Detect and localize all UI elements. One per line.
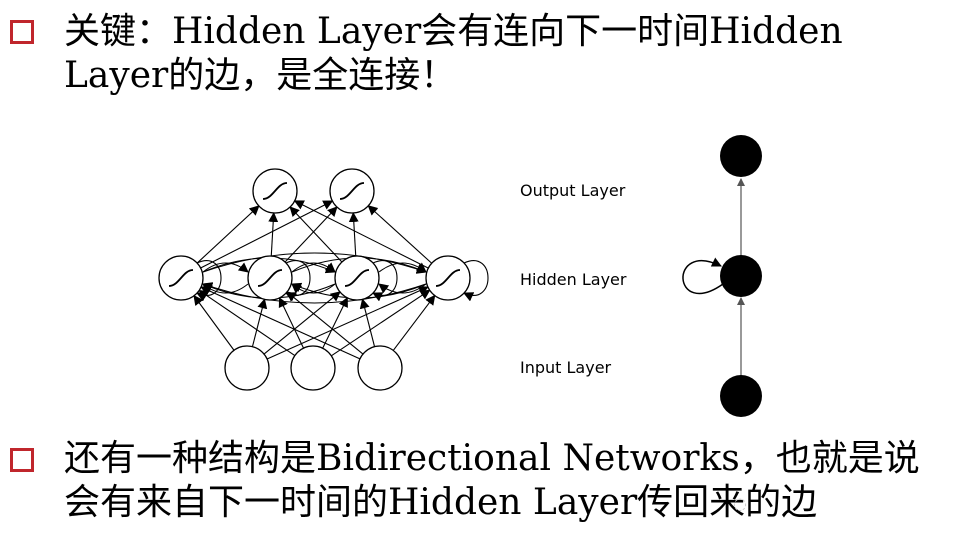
edge-input-hidden bbox=[200, 286, 361, 360]
edge-input-hidden bbox=[251, 298, 268, 347]
edge-hidden-recurrent bbox=[202, 252, 427, 274]
hidden-layer-label: Hidden Layer bbox=[520, 270, 627, 289]
edge-hidden-self-loop bbox=[372, 260, 398, 302]
edge-hidden-recurrent bbox=[291, 262, 336, 273]
simple-rnn: Output Layer Hidden Layer Input Layer bbox=[520, 135, 762, 417]
edge-hidden-output bbox=[367, 205, 433, 264]
edge-input-hidden bbox=[331, 289, 431, 357]
output-node bbox=[720, 135, 762, 177]
bullet-square-icon bbox=[10, 20, 34, 44]
hidden-node bbox=[720, 255, 762, 297]
sigmoid-icon bbox=[344, 269, 370, 287]
edge-input-hidden bbox=[278, 296, 305, 349]
edge-hidden-recurrent bbox=[378, 283, 427, 294]
edge-hidden-output bbox=[293, 200, 429, 269]
input-layer-label: Input Layer bbox=[520, 358, 612, 377]
edge-hidden-self-loop bbox=[196, 260, 222, 302]
input-node bbox=[224, 345, 270, 391]
bullet-square-icon bbox=[10, 448, 34, 472]
edge-input-hidden bbox=[322, 296, 348, 349]
bullet-text-2: 还有一种结构是Bidirectional Networks，也就是说会有来自下一… bbox=[64, 438, 920, 523]
network-nodes bbox=[158, 168, 471, 391]
edge-hidden-output bbox=[196, 205, 260, 264]
edge-hidden-output bbox=[348, 211, 359, 257]
hidden-node bbox=[425, 255, 471, 301]
edge-hidden-recurrent bbox=[202, 282, 427, 304]
sigmoid-icon bbox=[168, 269, 194, 287]
edge-hidden-output bbox=[200, 200, 334, 269]
bullet-text-1: 关键：Hidden Layer会有连向下一时间Hidden Layer的边，是全… bbox=[64, 11, 843, 96]
sigmoid-icon bbox=[257, 269, 283, 287]
output-node bbox=[329, 168, 375, 214]
output-node bbox=[252, 168, 298, 214]
edge-input-hidden bbox=[198, 289, 296, 357]
input-node bbox=[357, 345, 403, 391]
edge-input-hidden bbox=[359, 298, 376, 347]
hidden-node bbox=[158, 255, 204, 301]
sigmoid-icon bbox=[435, 269, 461, 287]
input-node bbox=[290, 345, 336, 391]
edge-hidden-output bbox=[284, 206, 338, 263]
watermark-icon: ◌ bbox=[733, 494, 747, 513]
edge-hidden-self-loop bbox=[463, 260, 489, 302]
hidden-self-loop bbox=[682, 257, 724, 295]
hidden-node bbox=[247, 255, 293, 301]
edge-input-hidden bbox=[392, 294, 436, 351]
edge-hidden-recurrent bbox=[378, 262, 427, 273]
output-layer-label: Output Layer bbox=[520, 181, 626, 200]
edge-input-hidden bbox=[266, 286, 429, 360]
input-node bbox=[720, 375, 762, 417]
sigmoid-icon bbox=[262, 182, 288, 200]
edge-hidden-output bbox=[268, 211, 279, 257]
edge-input-hidden bbox=[193, 294, 235, 351]
edge-hidden-self-loop bbox=[285, 260, 311, 302]
edge-hidden-output bbox=[289, 206, 343, 263]
sigmoid-icon bbox=[339, 182, 365, 200]
edge-hidden-recurrent bbox=[202, 262, 249, 273]
hidden-node bbox=[334, 255, 380, 301]
